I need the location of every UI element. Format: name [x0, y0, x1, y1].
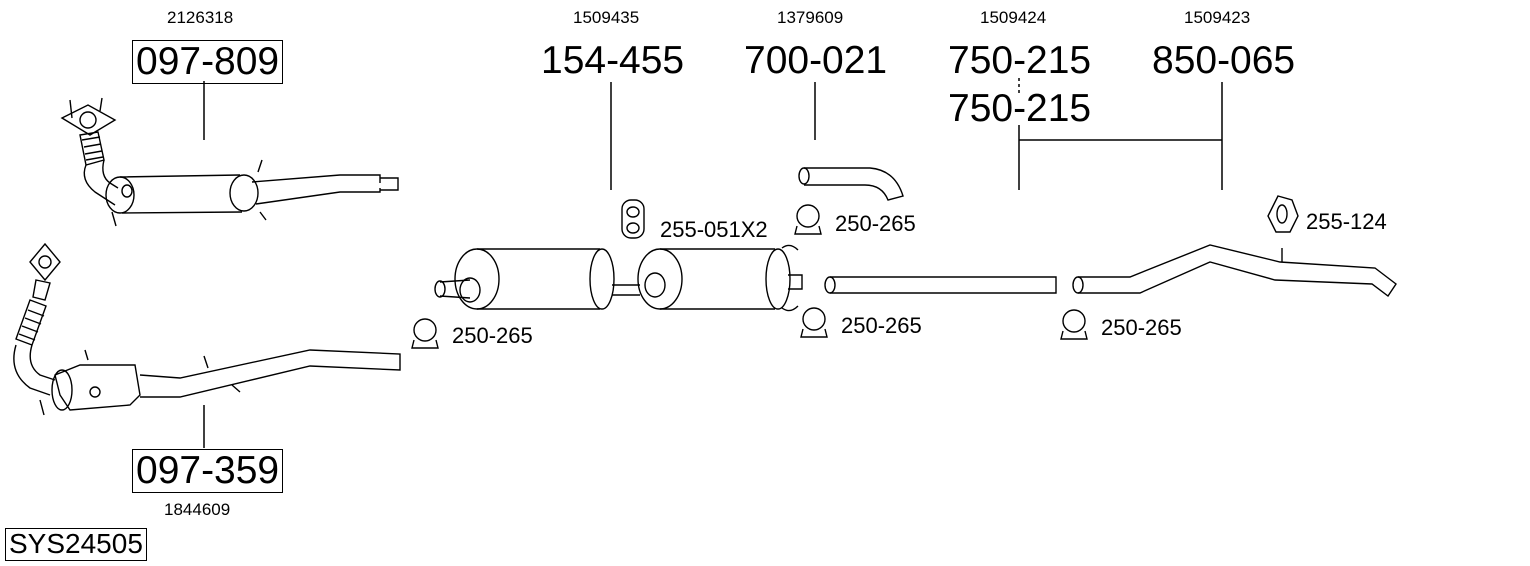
pipe-clamp-icon [794, 204, 822, 235]
tail-pipe-short [798, 167, 904, 201]
accessory-mount-255-124[interactable]: 255-124 [1306, 209, 1387, 234]
part-code-154-455[interactable]: 154-455 [541, 39, 685, 82]
part-code-850-065[interactable]: 850-065 [1152, 39, 1296, 82]
part-ref-1509424: 1509424 [980, 8, 1047, 27]
part-code-750-215-second[interactable]: 750-215 [948, 87, 1092, 130]
part-code-750-215[interactable]: 750-215 [948, 39, 1092, 82]
accessory-clamp-250-265[interactable]: 250-265 [452, 323, 533, 348]
pipe-clamp-icon [1060, 309, 1088, 340]
part-code-097-809[interactable]: 097-809 [132, 40, 284, 84]
system-code: SYS24505 [5, 528, 147, 561]
catalytic-converter-upper [60, 97, 399, 227]
accessory-clamp-250-265[interactable]: 250-265 [1101, 315, 1182, 340]
rear-pipe [1072, 244, 1397, 298]
part-code-097-359[interactable]: 097-359 [132, 449, 284, 493]
rubber-mount-double-icon [621, 199, 645, 239]
center-pipe [824, 276, 1057, 294]
rubber-mount-single-icon [1267, 195, 1299, 233]
part-ref-1509435: 1509435 [573, 8, 640, 27]
part-code-700-021[interactable]: 700-021 [744, 39, 888, 82]
pipe-clamp-icon [411, 318, 439, 349]
accessory-clamp-250-265[interactable]: 250-265 [841, 313, 922, 338]
leader-lines [203, 78, 1223, 448]
catalytic-converter-lower [13, 242, 401, 416]
part-ref-1379609: 1379609 [777, 8, 844, 27]
middle-silencer [434, 244, 803, 312]
pipe-clamp-icon [800, 307, 828, 338]
part-ref-1509423: 1509423 [1184, 8, 1251, 27]
part-ref-1844609: 1844609 [164, 500, 231, 519]
accessory-clamp-250-265[interactable]: 250-265 [835, 211, 916, 236]
accessory-mount-255-051x2[interactable]: 255-051X2 [660, 217, 768, 242]
part-ref-2126318: 2126318 [167, 8, 234, 27]
